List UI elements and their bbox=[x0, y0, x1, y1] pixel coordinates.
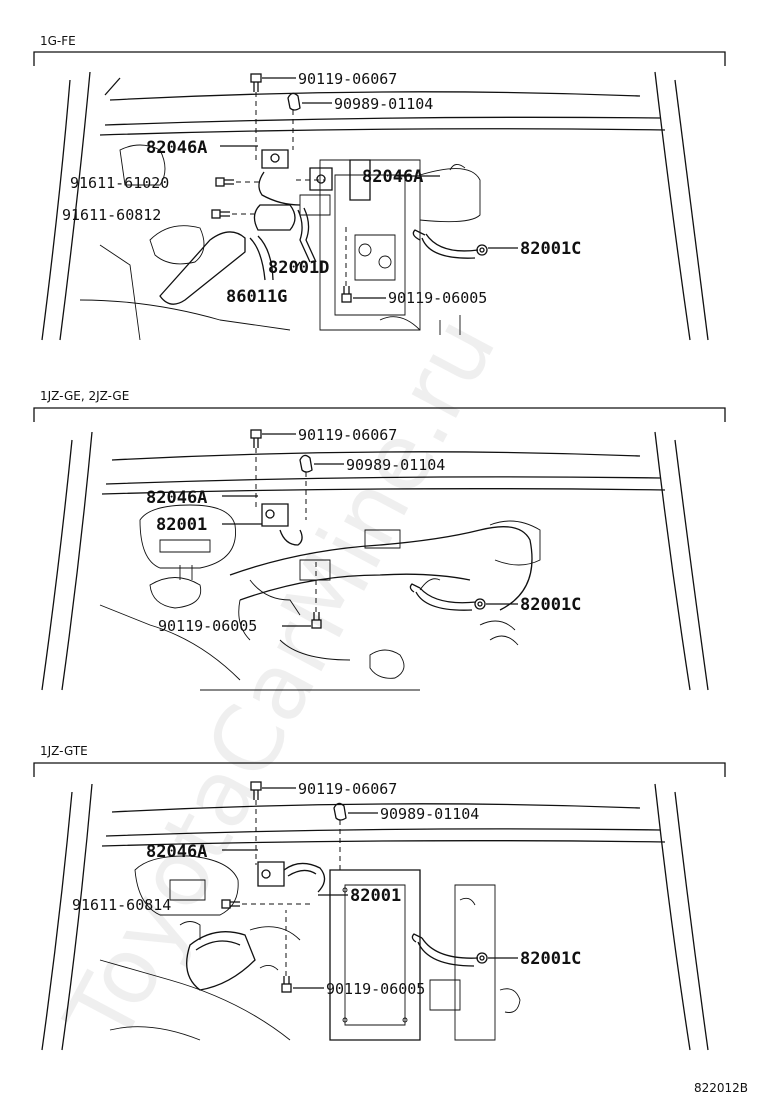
part-number-wire-c[interactable]: 82001C bbox=[520, 949, 581, 969]
engine-bay-drawing bbox=[41, 783, 709, 1051]
part-number-bolt-bottom[interactable]: 90119-06005 bbox=[326, 980, 425, 998]
part-number-hose-g[interactable]: 86011G bbox=[226, 287, 287, 307]
part-bolt-bottom[interactable] bbox=[341, 286, 352, 303]
part-number-clamp-top[interactable]: 90989-01104 bbox=[346, 456, 445, 474]
part-bolt-left2[interactable] bbox=[211, 209, 230, 219]
section-bracket bbox=[33, 407, 726, 422]
ground-wire-a2[interactable] bbox=[309, 159, 371, 201]
part-bolt-left1[interactable] bbox=[215, 177, 234, 187]
leader-line bbox=[295, 261, 301, 269]
part-number-bolt-top[interactable]: 90119-06067 bbox=[298, 426, 397, 444]
part-bolt-top[interactable] bbox=[250, 73, 262, 92]
section-1g-fe: 1G-FE bbox=[33, 34, 726, 341]
section-1jz-gte: 1JZ-GTE bbox=[33, 744, 726, 1051]
section-1jz-ge-2jz-ge: 1JZ-GE, 2JZ-GE bbox=[33, 389, 726, 691]
part-number-bolt-top[interactable]: 90119-06067 bbox=[298, 70, 397, 88]
part-bolt-top[interactable] bbox=[250, 781, 262, 800]
ground-wire-c[interactable] bbox=[409, 583, 486, 611]
ground-wire-c[interactable] bbox=[411, 933, 488, 967]
part-number-clamp-top[interactable]: 90989-01104 bbox=[334, 95, 433, 113]
ground-wire-a1[interactable] bbox=[258, 149, 301, 206]
part-number-wire-main[interactable]: 82001 bbox=[156, 515, 207, 535]
part-clamp-top[interactable] bbox=[287, 92, 301, 111]
figure-code: 822012B bbox=[694, 1081, 748, 1095]
part-number-bolt-left1[interactable]: 91611-61020 bbox=[70, 174, 169, 192]
part-clamp-top[interactable] bbox=[333, 802, 347, 821]
section-bracket bbox=[33, 51, 726, 66]
part-number-bolt-left[interactable]: 91611-60814 bbox=[72, 896, 171, 914]
part-number-bolt-top[interactable]: 90119-06067 bbox=[298, 780, 397, 798]
section-title: 1JZ-GTE bbox=[40, 744, 88, 758]
section-title: 1JZ-GE, 2JZ-GE bbox=[40, 389, 129, 403]
engine-bay-drawing bbox=[41, 431, 709, 691]
part-number-wire-a2[interactable]: 82046A bbox=[362, 167, 423, 187]
part-number-wire-a1[interactable]: 82046A bbox=[146, 138, 207, 158]
part-bolt-left[interactable] bbox=[221, 899, 240, 909]
part-number-wire-a[interactable]: 82046A bbox=[146, 842, 207, 862]
watermark: ToyotaCarMine.ru bbox=[44, 300, 516, 1061]
section-bracket bbox=[33, 762, 726, 777]
part-number-wire-c[interactable]: 82001C bbox=[520, 239, 581, 259]
ground-wire-c[interactable] bbox=[412, 229, 488, 259]
ground-wire-d[interactable] bbox=[297, 207, 317, 263]
part-clamp-top[interactable] bbox=[299, 454, 313, 473]
part-bolt-bottom[interactable] bbox=[311, 612, 322, 629]
part-bolt-bottom[interactable] bbox=[281, 976, 292, 993]
part-number-bolt-left2[interactable]: 91611-60812 bbox=[62, 206, 161, 224]
ground-wire-a[interactable] bbox=[257, 861, 326, 893]
section-title: 1G-FE bbox=[40, 34, 76, 48]
hose-g[interactable] bbox=[249, 235, 274, 281]
part-number-clamp-top[interactable]: 90989-01104 bbox=[380, 805, 479, 823]
part-number-wire-main[interactable]: 82001 bbox=[350, 886, 401, 906]
engine-bay-drawing bbox=[41, 71, 709, 341]
part-number-bolt-bottom[interactable]: 90119-06005 bbox=[158, 617, 257, 635]
part-number-bolt-bottom[interactable]: 90119-06005 bbox=[388, 289, 487, 307]
part-number-wire-a[interactable]: 82046A bbox=[146, 488, 207, 508]
part-number-wire-d[interactable]: 82001D bbox=[268, 258, 329, 278]
ground-wire-a[interactable] bbox=[261, 503, 303, 546]
part-number-wire-c[interactable]: 82001C bbox=[520, 595, 581, 615]
part-bolt-top[interactable] bbox=[250, 429, 262, 448]
